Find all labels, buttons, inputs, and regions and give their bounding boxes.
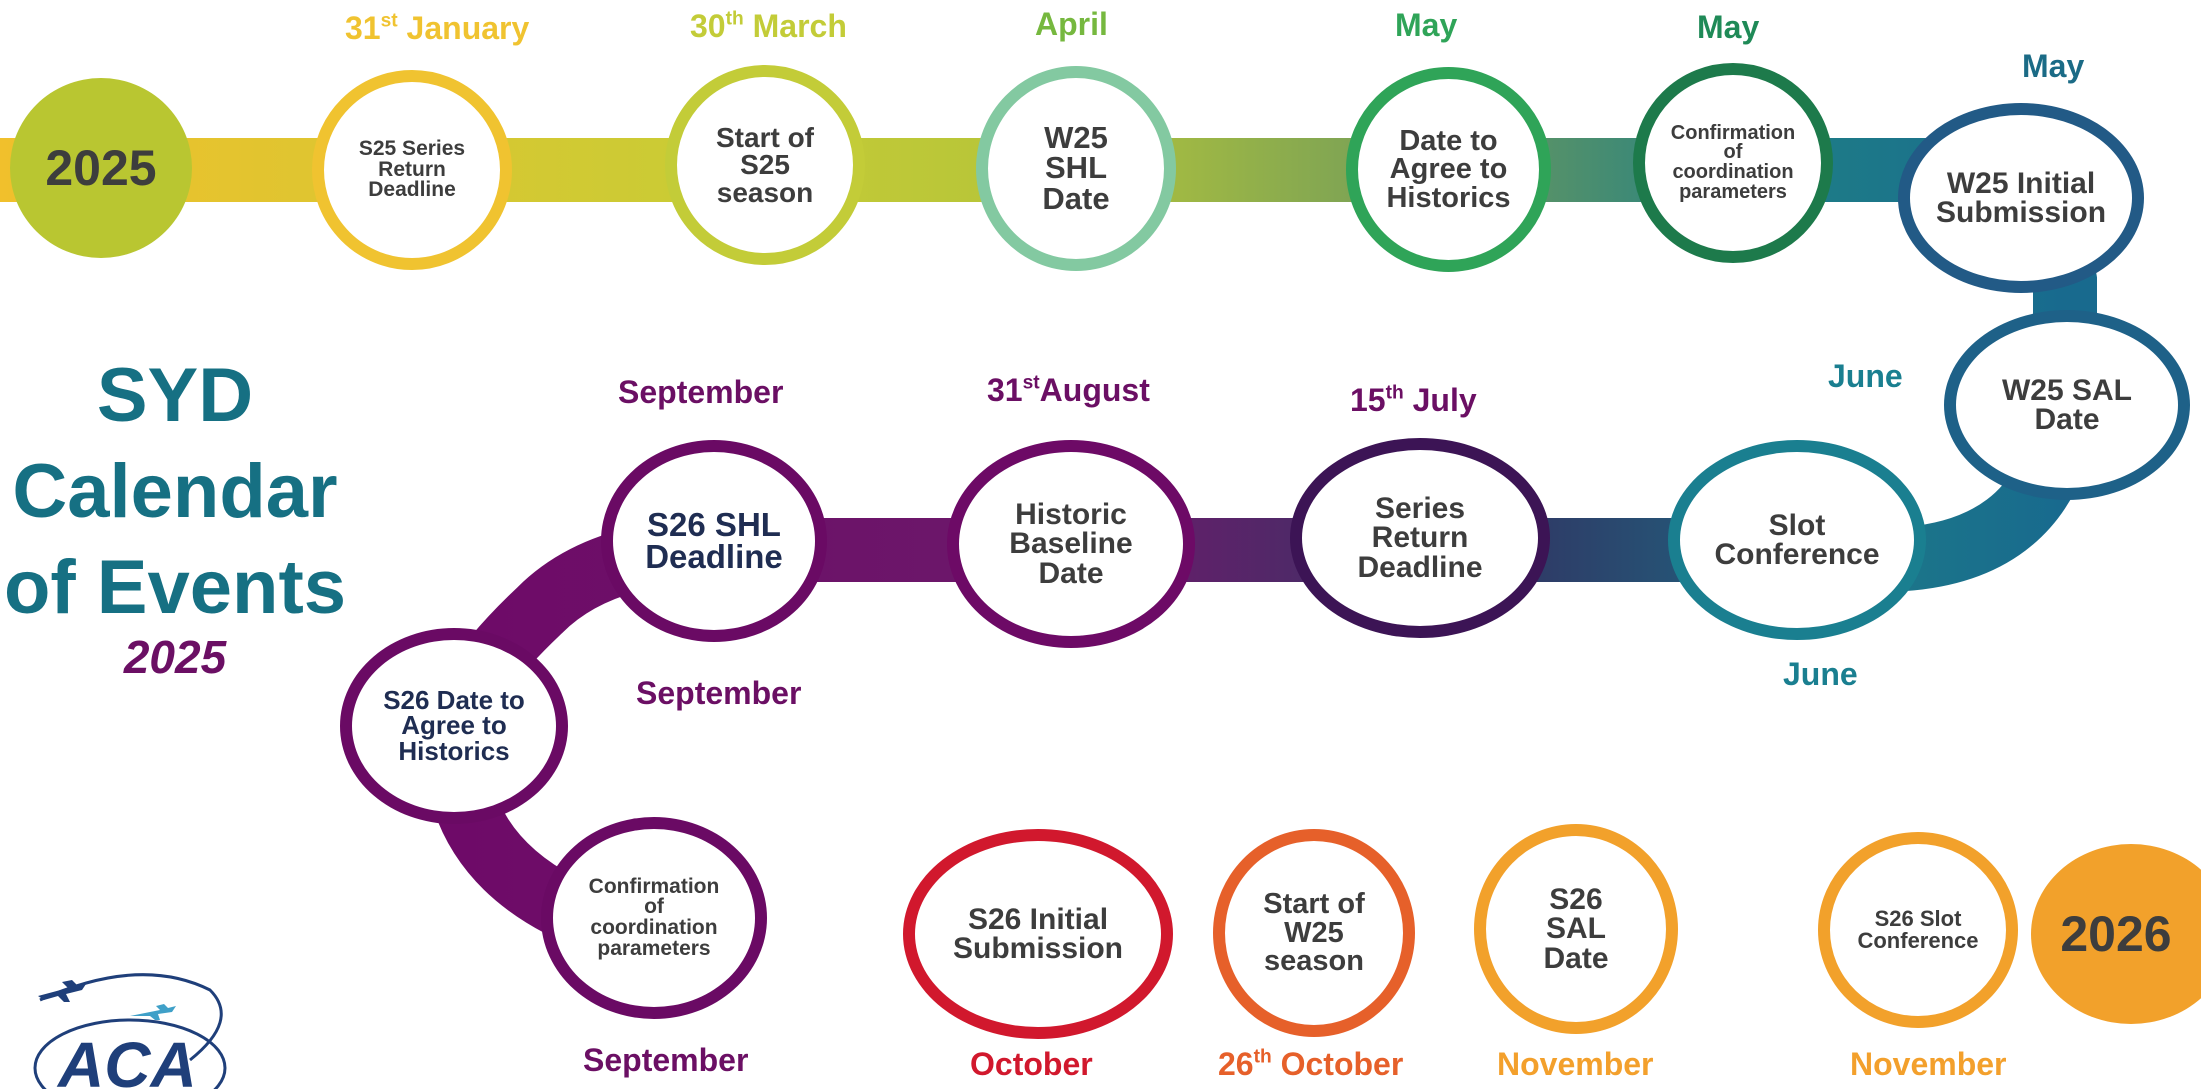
date-s26-confirmation: September <box>583 1042 748 1079</box>
event-s26-sal: S26 SAL Date <box>1474 824 1678 1034</box>
date-s25-series-return-sup: st <box>380 10 398 32</box>
date-s26-shl: September <box>618 374 783 411</box>
year-start-label: 2025 <box>45 140 157 196</box>
date-s25-series-return: 31st January <box>345 10 529 47</box>
date-w25-agree-historics-main: May <box>1395 7 1458 43</box>
title-year: 2025 <box>123 631 227 683</box>
date-start-s25-main: 30 <box>690 8 726 44</box>
event-w25-initial-text: W25 Initial Submission <box>1936 166 2107 229</box>
event-w25-initial: W25 Initial Submission <box>1898 103 2144 293</box>
plane-icon <box>38 980 86 1002</box>
event-start-w25-text: Start of W25 season <box>1263 888 1365 978</box>
event-series-return: Series Return Deadline <box>1290 438 1550 638</box>
date-w25-shl: April <box>1035 6 1108 43</box>
date-start-s25-sup: th <box>725 8 744 30</box>
year-end-label: 2026 <box>2060 906 2172 962</box>
title-line-calendar: Calendar <box>12 449 338 534</box>
date-s26-sal-main: November <box>1497 1046 1654 1082</box>
date-w25-sal-main: June <box>1828 358 1903 394</box>
date-start-w25-main: 26 <box>1218 1046 1254 1082</box>
logo-ring <box>33 1018 227 1089</box>
date-series-return-rest: July <box>1403 382 1477 418</box>
event-slot-conference-text: Slot Conference <box>1714 508 1880 571</box>
date-historic-baseline-rest: August <box>1039 372 1150 408</box>
event-w25-sal-text: W25 SAL Date <box>2001 373 2133 436</box>
event-w25-sal: W25 SAL Date <box>1944 310 2190 500</box>
event-s26-confirmation: Confirmation of coordination parameters <box>541 817 767 1019</box>
event-slot-conference: Slot Conference <box>1668 440 1926 640</box>
year-start-circle: 2025 <box>10 78 192 258</box>
date-s26-slot-conference: November <box>1850 1046 2007 1083</box>
date-series-return-main: 15 <box>1350 382 1386 418</box>
event-w25-shl: W25 SHL Date <box>976 66 1176 271</box>
date-series-return-sup: th <box>1385 382 1404 404</box>
event-s26-shl-text: S26 SHL Deadline <box>645 505 783 575</box>
date-start-w25-rest: October <box>1271 1046 1404 1082</box>
event-start-w25: Start of W25 season <box>1213 829 1415 1037</box>
event-s25-series-return-text: S25 Series Return Deadline <box>358 137 466 202</box>
event-s26-shl: S26 SHL Deadline <box>601 440 827 642</box>
event-s26-slot-conference-text: S26 Slot Conference <box>1857 906 1979 953</box>
date-s26-sal: November <box>1497 1046 1654 1083</box>
event-w25-confirmation: Confirmation of coordination parameters <box>1633 63 1833 263</box>
date-s26-shl-main: September <box>618 374 784 410</box>
date-w25-shl-main: April <box>1035 6 1108 42</box>
aca-logo-graphic <box>33 973 227 1089</box>
plane-icon-small <box>130 1004 176 1020</box>
event-w25-shl-text: W25 SHL Date <box>1042 119 1110 216</box>
title-line-events: of Events <box>3 545 347 630</box>
date-w25-initial-main: May <box>2022 48 2085 84</box>
event-s26-agree-historics: S26 Date to Agree to Historics <box>340 628 568 824</box>
date-w25-confirmation: May <box>1697 9 1759 46</box>
event-start-s25: Start of S25 season <box>665 65 865 265</box>
date-start-w25-sup: th <box>1253 1046 1272 1068</box>
event-start-s25-text: Start of S25 season <box>716 121 814 208</box>
event-series-return-text: Series Return Deadline <box>1357 491 1483 584</box>
date-slot-conference-main: June <box>1783 656 1858 692</box>
logo-orbit-arc <box>39 973 223 1062</box>
date-w25-agree-historics: May <box>1395 7 1457 44</box>
title-line-syd: SYD <box>96 353 254 438</box>
date-s25-series-return-main: 31 <box>345 10 381 46</box>
event-w25-agree-historics: Date to Agree to Historics <box>1346 67 1551 272</box>
date-s26-slot-conference-main: November <box>1850 1046 2007 1082</box>
event-historic-baseline: Historic Baseline Date <box>947 440 1195 648</box>
event-s26-agree-historics-text: S26 Date to Agree to Historics <box>383 684 525 766</box>
aca-logo: ACA <box>0 960 240 1089</box>
year-end-circle: 2026 <box>2031 844 2201 1024</box>
date-slot-conference: June <box>1783 656 1858 693</box>
event-s26-initial: S26 Initial Submission <box>903 829 1173 1039</box>
event-historic-baseline-text: Historic Baseline Date <box>1009 497 1133 590</box>
event-s26-sal-text: S26 SAL Date <box>1543 882 1609 975</box>
event-s26-slot-conference: S26 Slot Conference <box>1818 832 2018 1028</box>
date-historic-baseline: 31stAugust <box>987 372 1150 409</box>
date-historic-baseline-sup: st <box>1022 372 1040 394</box>
date-series-return: 15th July <box>1350 382 1477 419</box>
date-w25-sal: June <box>1828 358 1903 395</box>
event-s26-confirmation-text: Confirmation of coordination parameters <box>588 874 720 960</box>
date-s26-confirmation-main: September <box>583 1042 749 1078</box>
date-s26-agree-historics: September <box>636 675 801 712</box>
date-historic-baseline-main: 31 <box>987 372 1023 408</box>
event-s25-series-return: S25 Series Return Deadline <box>312 70 512 270</box>
date-s25-series-return-rest: January <box>397 10 530 46</box>
logo-text: ACA <box>58 1029 197 1089</box>
date-s26-initial-main: October <box>970 1046 1093 1082</box>
date-s26-agree-historics-main: September <box>636 675 802 711</box>
event-w25-agree-historics-text: Date to Agree to Historics <box>1386 124 1511 214</box>
date-w25-confirmation-main: May <box>1697 9 1760 45</box>
event-s26-initial-text: S26 Initial Submission <box>952 902 1124 965</box>
date-start-s25-rest: March <box>743 8 847 44</box>
date-s26-initial: October <box>970 1046 1093 1083</box>
event-w25-confirmation-text: Confirmation of coordination parameters <box>1670 121 1796 203</box>
date-start-w25: 26th October <box>1218 1046 1403 1083</box>
date-start-s25: 30th March <box>690 8 847 45</box>
date-w25-initial: May <box>2022 48 2084 85</box>
